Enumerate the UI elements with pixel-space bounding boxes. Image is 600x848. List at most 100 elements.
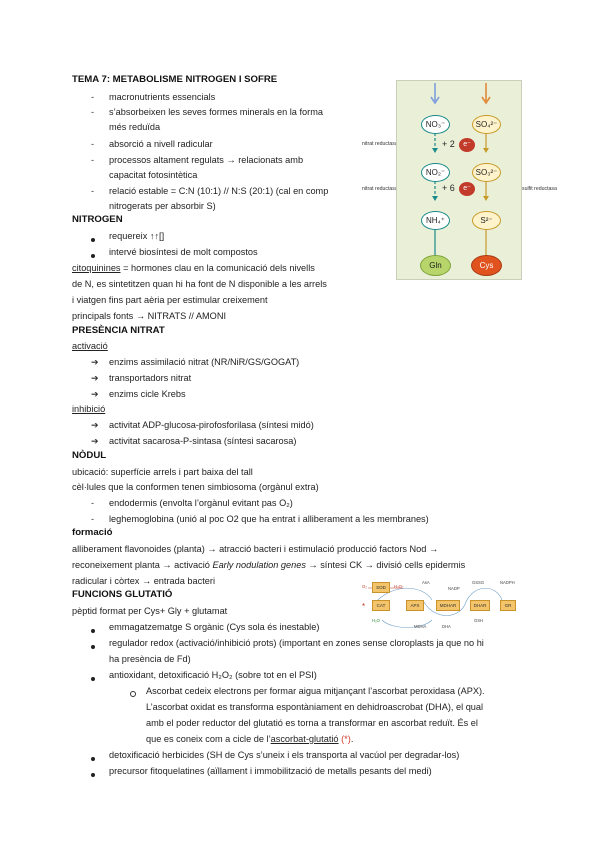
- nitrit-reductasa-label: nitrat reductasa: [362, 186, 398, 192]
- formacio-text: → síntesi CK → divisió cells epidermis: [305, 560, 466, 570]
- ascorbat-line: L’ascorbat oxidat es transforma espontàn…: [146, 702, 484, 712]
- node-nh4: NH₄⁺: [421, 211, 450, 230]
- section-heading-nitrogen: NITROGEN: [72, 214, 123, 225]
- node-s2: S²⁻: [472, 211, 501, 230]
- section-heading-nodul: NÒDUL: [72, 450, 107, 461]
- intro-item: més reduïda: [109, 122, 161, 132]
- citoquinines-term: citoquinines: [72, 263, 121, 273]
- arrow-marker: ➔: [91, 357, 99, 367]
- ascorbat-text: que es coneix com a cicle de l’: [146, 734, 271, 744]
- sod-box: SOD: [372, 582, 390, 593]
- o2-label: O₂: [362, 584, 367, 589]
- h2o-label: H₂O: [372, 618, 380, 623]
- formacio-line: reconeixement planta → activació Early n…: [72, 559, 465, 571]
- nadph-label: NADPH: [500, 580, 515, 585]
- glutatio-intro: pèptid format per Cys+ Gly + glutamat: [72, 606, 228, 616]
- activacio-item: transportadors nitrat: [109, 373, 192, 383]
- ascorbat-line: que es coneix com a cicle de l’ascorbat-…: [146, 733, 353, 745]
- cat-box: CAT: [372, 600, 390, 611]
- bullet-dot: [91, 752, 95, 764]
- dhar-box: DHAR: [470, 600, 490, 611]
- formacio-heading: formació: [72, 527, 113, 538]
- glutatio-item: detoxificació herbicides (SH de Cys s’un…: [109, 750, 460, 760]
- sub-bullet-circle: [130, 688, 136, 700]
- dash-marker: -: [91, 92, 95, 102]
- ascorbate-glutathione-figure: O₂ SOD H₂O₂ AsA NADP GSSG NADPH * CAT AP…: [362, 580, 520, 632]
- activacio-label: activació: [72, 341, 108, 351]
- bullet-dot: [91, 249, 95, 261]
- intro-item: absorció a nivell radicular: [109, 139, 213, 149]
- activacio-item: enzims cicle Krebs: [109, 389, 186, 399]
- glutatio-item: ha presència de Fd): [109, 654, 191, 664]
- bullet-dot: [91, 624, 95, 636]
- arrow-marker: ➔: [91, 436, 99, 446]
- gr-box: GR: [500, 600, 516, 611]
- asa-label: AsA: [422, 580, 430, 585]
- dash-marker: -: [91, 155, 95, 165]
- plus-2-electrons: + 2: [442, 139, 455, 149]
- glutatio-item: antioxidant, detoxificació H₂O₂ (sobre t…: [109, 670, 317, 680]
- nodul-line: ubicació: superfície arrels i part baixa…: [72, 467, 253, 477]
- node-no2: NO₂⁻: [421, 163, 450, 182]
- document-title: TEMA 7: METABOLISME NITROGEN I SOFRE: [72, 74, 278, 85]
- node-so4: SO₄²⁻: [472, 115, 501, 134]
- citoquinines-definition: = hormones clau en la comunicació dels n…: [120, 263, 315, 273]
- electron-icon: e⁻: [459, 182, 475, 196]
- inhibicio-item: activitat ADP-glucosa-pirofosforilasa (s…: [109, 420, 314, 430]
- apx-box: APX: [406, 600, 424, 611]
- bullet-dot: [91, 768, 95, 780]
- bullet-dot: [91, 672, 95, 684]
- star-marker: *: [362, 602, 366, 611]
- nitrogen-line: de N, es sintetitzen quan hi ha font de …: [72, 279, 327, 289]
- arrow-marker: ➔: [91, 420, 99, 430]
- glutatio-item: regulador redox (activació/inhibició pro…: [109, 638, 484, 648]
- diagram-arrows: [430, 83, 491, 269]
- node-gln: Gln: [420, 255, 451, 276]
- dash-marker: -: [91, 107, 95, 117]
- nadp-label: NADP: [448, 586, 460, 591]
- bullet-dot: [91, 640, 95, 652]
- activacio-item: enzims assimilació nitrat (NR/NiR/GS/GOG…: [109, 357, 300, 367]
- intro-item: capacitat fotosintètica: [109, 170, 198, 180]
- dha-label: DHA: [442, 624, 451, 629]
- section-heading-glutatio: FUNCIONS GLUTATIÓ: [72, 589, 173, 600]
- nodul-item: endodermis (envolta l’orgànul evitant pa…: [109, 498, 293, 508]
- dash-marker: -: [91, 139, 95, 149]
- mdhar-box: MDHAR: [436, 600, 460, 611]
- nitrogen-line: i viatgen fins part aèria per estimular …: [72, 295, 268, 305]
- dash-marker: -: [91, 514, 95, 524]
- formacio-text: reconeixement planta → activació: [72, 560, 213, 570]
- nodul-item: leghemoglobina (unió al poc O2 que ha en…: [109, 514, 429, 524]
- intro-item: relació estable = C:N (10:1) // N:S (20:…: [109, 186, 329, 196]
- h2o2-label: H₂O₂: [394, 584, 404, 589]
- electron-icon: e⁻: [459, 138, 475, 152]
- intro-item: s’absorbeixen les seves formes minerals …: [109, 107, 323, 117]
- arrow-marker: ➔: [91, 389, 99, 399]
- glutatio-item: precursor fitoquelatines (aïllament i im…: [109, 766, 432, 776]
- node-no3: NO₃⁻: [421, 115, 450, 134]
- ascorbat-line: Ascorbat cedeix electrons per formar aig…: [146, 686, 485, 696]
- ascorbat-line: amb el poder reductor del glutatió es to…: [146, 718, 478, 728]
- node-so3: SO₃²⁻: [472, 163, 501, 182]
- nitrogen-line: principals fonts → NITRATS // AMONI: [72, 311, 227, 321]
- intro-item: processos altament regulats → relacionat…: [109, 155, 304, 165]
- ascorbat-glutatio-term: ascorbat-glutatió: [270, 734, 339, 744]
- figure-reference-star: (*): [341, 734, 351, 744]
- section-heading-presencia: PRESÈNCIA NITRAT: [72, 325, 165, 336]
- dash-marker: -: [91, 498, 95, 508]
- nitrat-reductasa-label: nitrat reductasa: [362, 141, 398, 147]
- assimilation-diagram: NO₃⁻ SO₄²⁻ + 2 e⁻ NO₂⁻ SO₃²⁻ + 6 e⁻ NH₄⁺…: [396, 80, 522, 280]
- nodul-line: cèl·lules que la conformen tenen simbios…: [72, 482, 319, 492]
- inhibicio-item: activitat sacarosa-P-sintasa (síntesi sa…: [109, 436, 297, 446]
- early-nodulation-genes: Early nodulation genes: [212, 560, 306, 570]
- dash-marker: -: [91, 186, 95, 196]
- intro-item: macronutrients essencials: [109, 92, 216, 102]
- sulfit-reductasa-label: sulfit reductasa: [522, 186, 557, 192]
- ascorbat-text: .: [350, 734, 354, 744]
- intro-item: nitrogerats per absorbir S): [109, 201, 216, 211]
- plus-6-electrons: + 6: [442, 183, 455, 193]
- inhibicio-label: inhibició: [72, 404, 106, 414]
- formacio-line: alliberament flavonoides (planta) → atra…: [72, 544, 439, 554]
- bullet-dot: [91, 233, 95, 245]
